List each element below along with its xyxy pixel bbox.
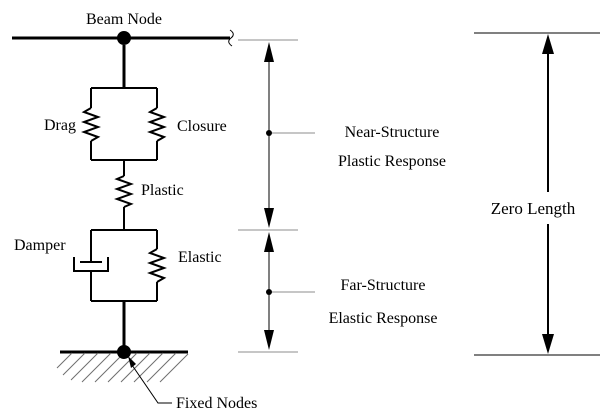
near-structure-marker	[266, 130, 272, 136]
drag-spring	[81, 88, 101, 160]
damper-label: Damper	[14, 237, 66, 254]
near-structure-label-line2: Plastic Response	[338, 153, 446, 170]
closure-spring	[147, 88, 167, 160]
plastic-spring	[114, 160, 134, 230]
beam-break-mark	[228, 29, 234, 47]
elastic-label: Elastic	[178, 249, 222, 266]
drag-label: Drag	[44, 117, 76, 134]
closure-label: Closure	[177, 118, 227, 135]
ground-hatching	[56, 352, 189, 383]
plastic-label: Plastic	[141, 182, 184, 199]
near-structure-label-line1: Near-Structure	[345, 124, 440, 141]
damper	[73, 230, 109, 301]
beam-node-label: Beam Node	[86, 11, 162, 28]
far-structure-marker	[266, 289, 272, 295]
far-structure-label-line1: Far-Structure	[341, 277, 426, 294]
zero-length-label: Zero Length	[491, 199, 576, 218]
beam-node	[117, 31, 131, 45]
fixed-nodes-label: Fixed Nodes	[176, 395, 257, 412]
zero-length-dimension	[542, 34, 554, 354]
fixed-nodes-arrowhead	[128, 356, 136, 368]
fixed-node	[117, 345, 131, 359]
fixed-nodes-leader	[131, 364, 172, 404]
far-structure-label-line2: Elastic Response	[329, 310, 438, 327]
elastic-spring	[147, 230, 167, 301]
